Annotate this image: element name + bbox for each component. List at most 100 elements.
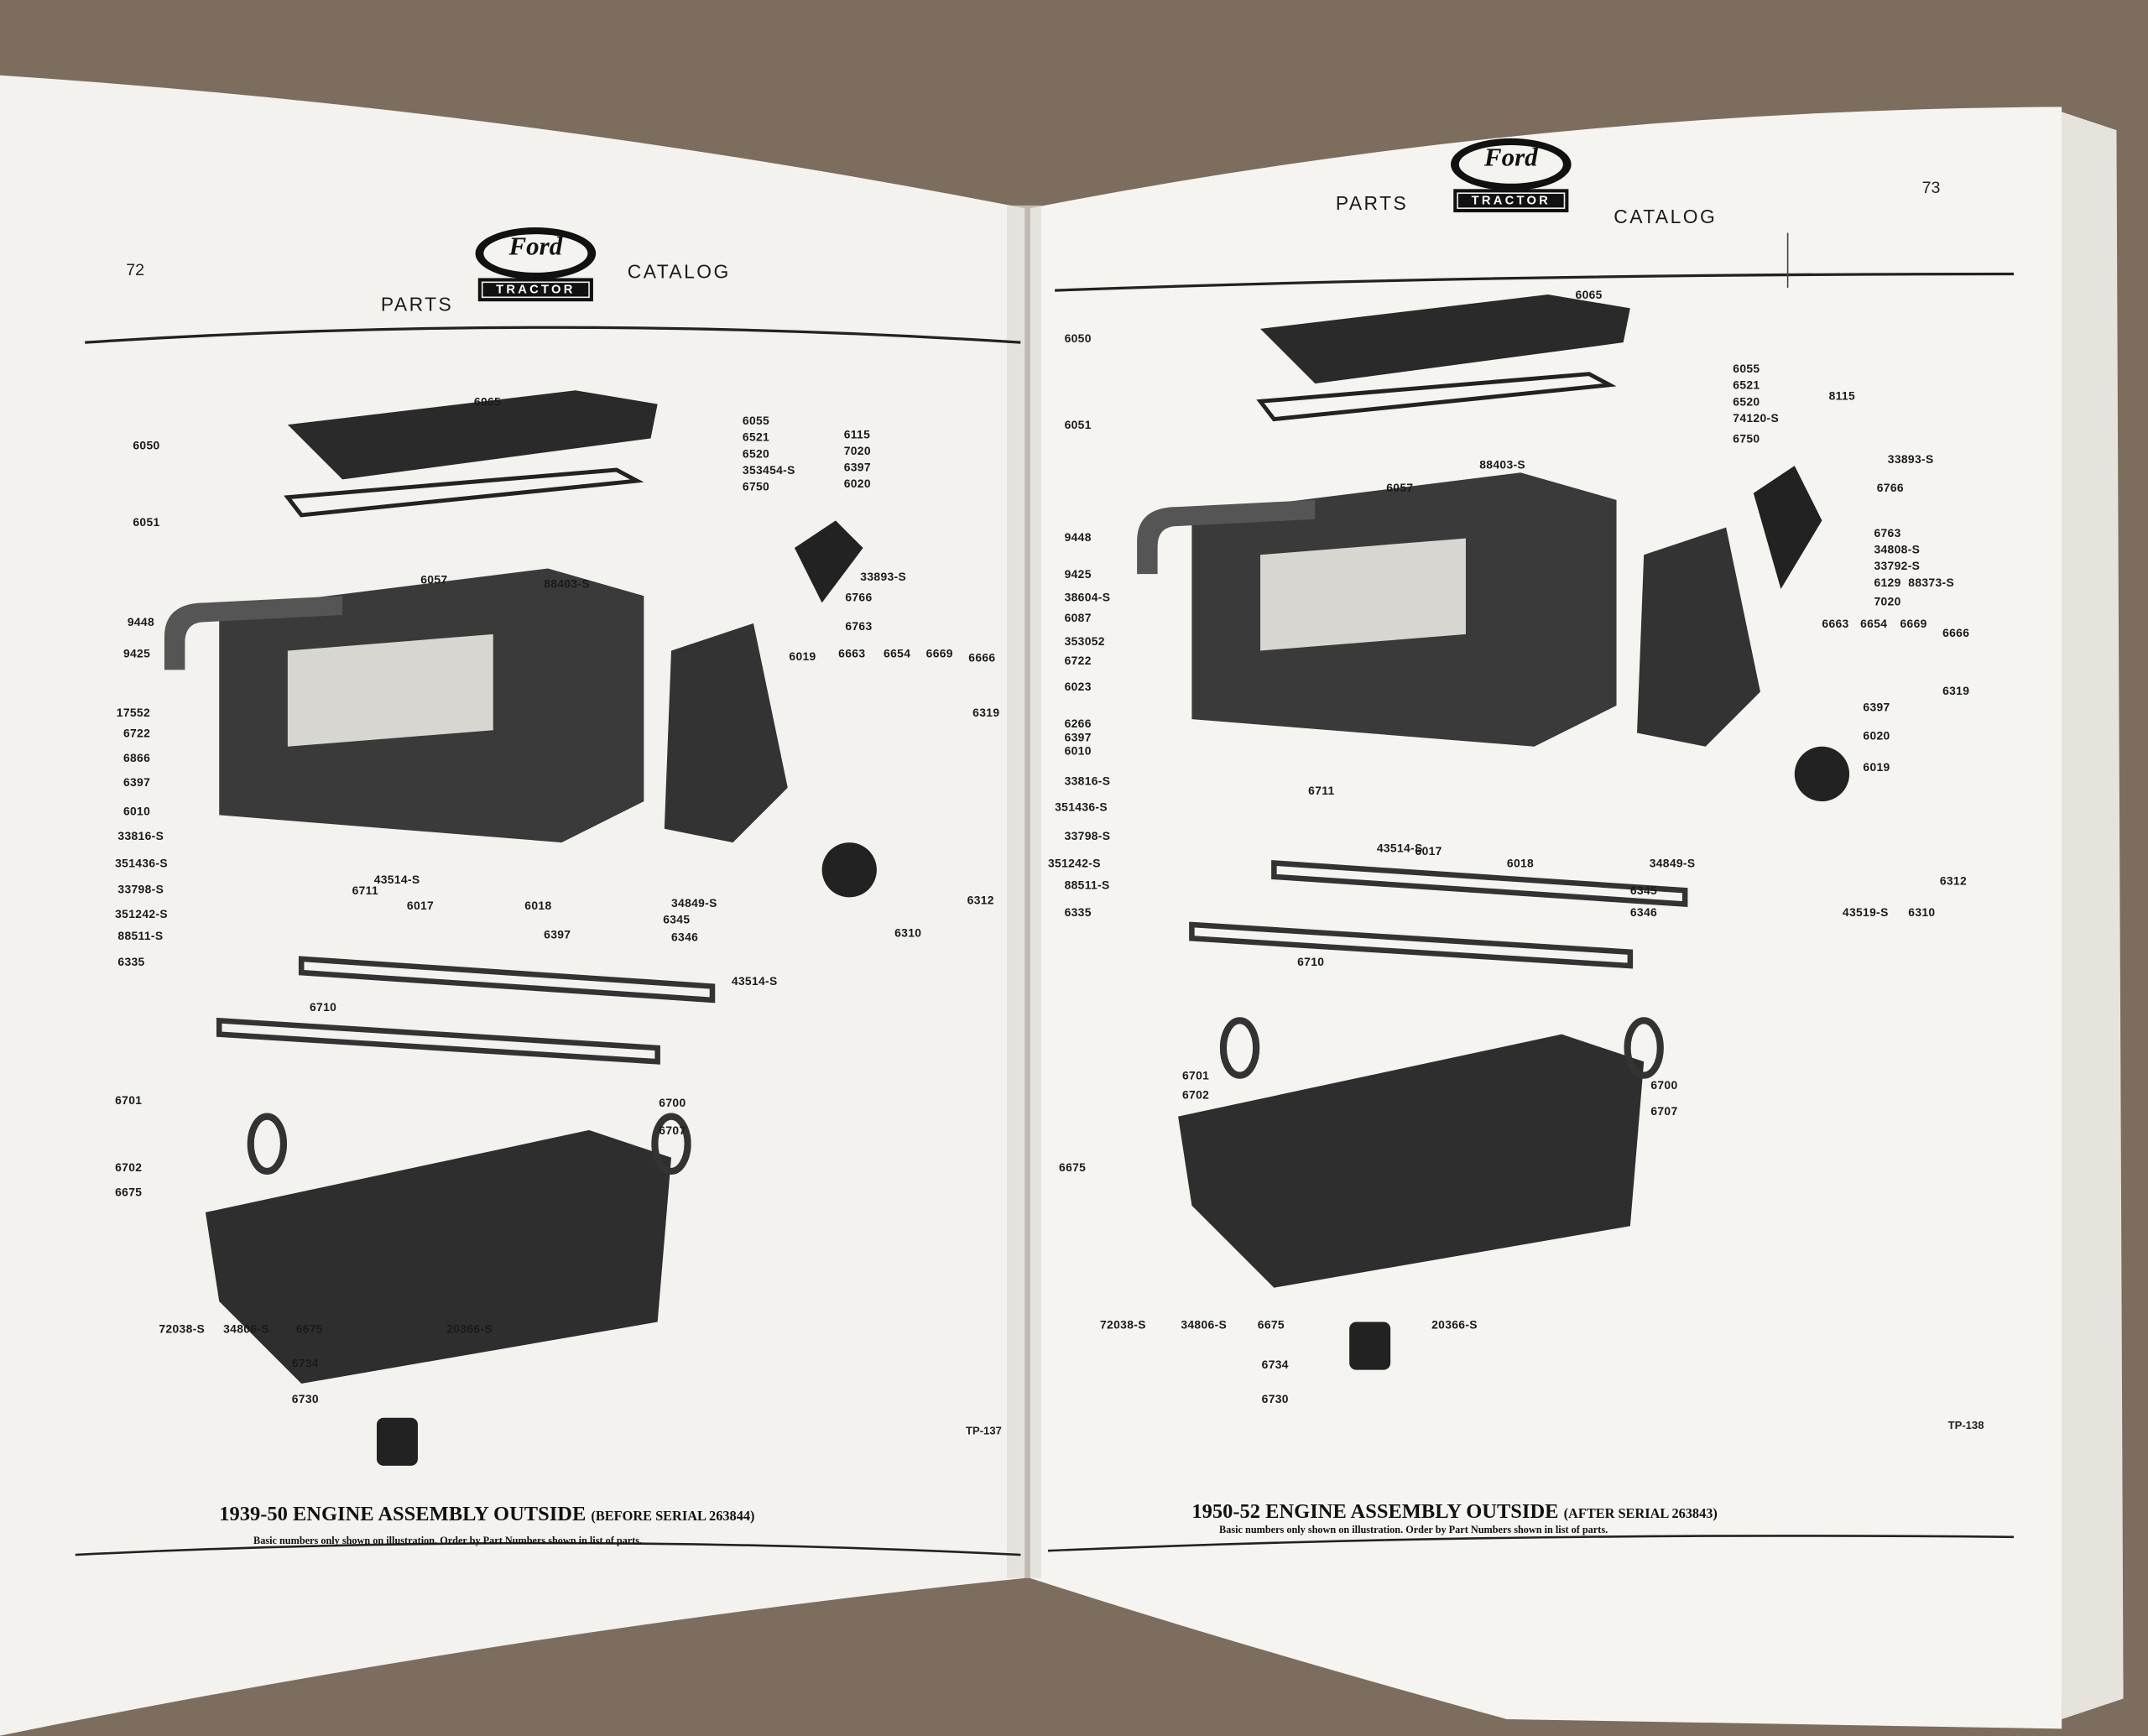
part-number-label: 6065	[473, 394, 502, 409]
title-note: (AFTER SERIAL 263843)	[1563, 1506, 1718, 1522]
part-number-label: 88373-S	[1908, 575, 1955, 590]
right-engine-pan-gaskets	[1189, 860, 1688, 969]
part-number-label: 6335	[117, 954, 145, 969]
part-number-label: 33798-S	[117, 882, 164, 896]
part-number-label: 6017	[406, 899, 435, 913]
part-number-label: 6057	[420, 572, 448, 586]
page-number-left: 72	[126, 260, 145, 280]
part-number-label: 88511-S	[1064, 878, 1110, 892]
part-number-label: 6346	[1629, 905, 1658, 920]
part-number-label: 88403-S	[1479, 457, 1526, 472]
right-engine-rear-seal	[1219, 1017, 1260, 1079]
part-number-label: 6020	[1863, 728, 1890, 743]
page-stack-edge	[2054, 109, 2124, 1719]
part-number-label: 6675	[1059, 1160, 1087, 1175]
part-number-label: 6520	[1733, 394, 1760, 409]
part-number-label: 6707	[1650, 1103, 1678, 1118]
part-number-label: 6129	[1874, 575, 1901, 590]
part-number-label: 6065	[1575, 287, 1603, 302]
part-number-label: 6766	[1876, 481, 1904, 495]
logo-tractor-text: TRACTOR	[1471, 193, 1551, 207]
right-engine-block-side-opening	[1260, 538, 1466, 651]
part-number-label: 43514-S	[373, 872, 420, 887]
left-engine-pulley	[821, 842, 877, 898]
part-number-label: 9448	[1064, 529, 1092, 545]
part-number-label: 6666	[968, 650, 996, 665]
part-number-label: 6397	[544, 927, 571, 941]
part-number-label: 74120-S	[1733, 410, 1780, 425]
part-number-label: 6115	[843, 427, 871, 441]
part-number-label: 6397	[123, 775, 151, 790]
part-number-label: 6654	[1860, 616, 1888, 631]
part-number-label: 34808-S	[1874, 542, 1921, 556]
part-number-label: 6675	[115, 1185, 143, 1199]
part-number-label: 6675	[295, 1322, 323, 1336]
part-number-label: 6707	[659, 1123, 686, 1138]
part-number-label: 9425	[1064, 566, 1092, 581]
part-number-label: 6711	[1308, 783, 1335, 798]
part-number-label: 6663	[838, 646, 866, 660]
part-number-label: 6702	[115, 1160, 143, 1175]
part-number-label: 6057	[1386, 481, 1414, 495]
part-number-label: 6017	[1415, 843, 1442, 858]
part-number-label: 6397	[1863, 700, 1890, 714]
header-catalog-left: CATALOG	[627, 260, 731, 283]
part-number-label: 6019	[789, 649, 816, 664]
part-number-label: 6051	[133, 514, 160, 529]
part-number-label: 6346	[670, 930, 699, 944]
part-number-label: 6722	[1064, 653, 1092, 668]
left-page	[0, 75, 1025, 1736]
right-engine-timing-cover	[1637, 527, 1760, 747]
plate-code-left: TP-137	[966, 1424, 1002, 1437]
left-engine-block-side-opening	[287, 633, 493, 747]
part-number-label: 9448	[127, 615, 155, 629]
part-number-label: 7020	[843, 443, 871, 458]
left-engine-rocker-cover	[287, 390, 658, 480]
left-engine-manifold	[164, 596, 343, 670]
part-number-label: 6397	[843, 460, 871, 474]
part-number-label: 6763	[1874, 525, 1901, 540]
part-number-label: 6055	[1733, 362, 1760, 376]
part-number-label: 33798-S	[1064, 828, 1111, 843]
part-number-label: 6345	[663, 912, 691, 926]
part-number-label: 17552	[116, 705, 151, 720]
left-engine-rear-seal	[247, 1113, 288, 1175]
part-number-label: 6010	[1064, 743, 1092, 758]
part-number-label: 6312	[967, 893, 994, 907]
part-number-label: 6310	[894, 925, 922, 940]
part-number-label: 6521	[1733, 378, 1760, 392]
part-number-label: 34806-S	[1181, 1317, 1228, 1332]
left-engine-timing-cover	[664, 623, 788, 843]
part-number-label: 33893-S	[860, 570, 907, 584]
part-number-label: 6345	[1629, 884, 1658, 898]
part-number-label: 353454-S	[742, 462, 795, 477]
header-parts-left: PARTS	[380, 293, 454, 315]
right-engine-oil-pan	[1178, 1034, 1645, 1288]
part-number-label: 6702	[1181, 1087, 1210, 1102]
part-number-label: 43519-S	[1842, 905, 1889, 920]
part-number-label: 72038-S	[1100, 1317, 1146, 1332]
part-number-label: 353052	[1064, 633, 1105, 649]
part-number-label: 6711	[352, 884, 379, 898]
left-engine-cover-gasket	[284, 467, 644, 518]
part-number-label: 351242-S	[115, 906, 168, 921]
part-number-label: 6050	[1064, 331, 1092, 346]
part-number-label: 7020	[1874, 594, 1901, 608]
plate-code-right: TP-138	[1947, 1419, 1984, 1432]
title-text: 1950-52 ENGINE ASSEMBLY OUTSIDE	[1191, 1501, 1559, 1524]
logo-ford-script: Ford	[1483, 143, 1538, 173]
header-parts-right: PARTS	[1335, 191, 1409, 214]
left-engine-pan-gaskets	[216, 956, 716, 1065]
part-number-label: 8115	[1828, 388, 1856, 403]
right-engine-rocker-cover	[1260, 295, 1630, 384]
part-number-label: 6010	[123, 804, 151, 818]
part-number-label: 6020	[843, 477, 871, 491]
part-number-label: 6750	[1733, 431, 1760, 446]
part-number-label: 20366-S	[446, 1322, 493, 1336]
part-number-label: 6310	[1908, 905, 1936, 920]
part-number-label: 6722	[123, 726, 151, 740]
part-number-label: 6023	[1064, 679, 1092, 694]
part-number-label: 351436-S	[115, 856, 168, 870]
part-number-label: 6669	[1900, 616, 1927, 631]
